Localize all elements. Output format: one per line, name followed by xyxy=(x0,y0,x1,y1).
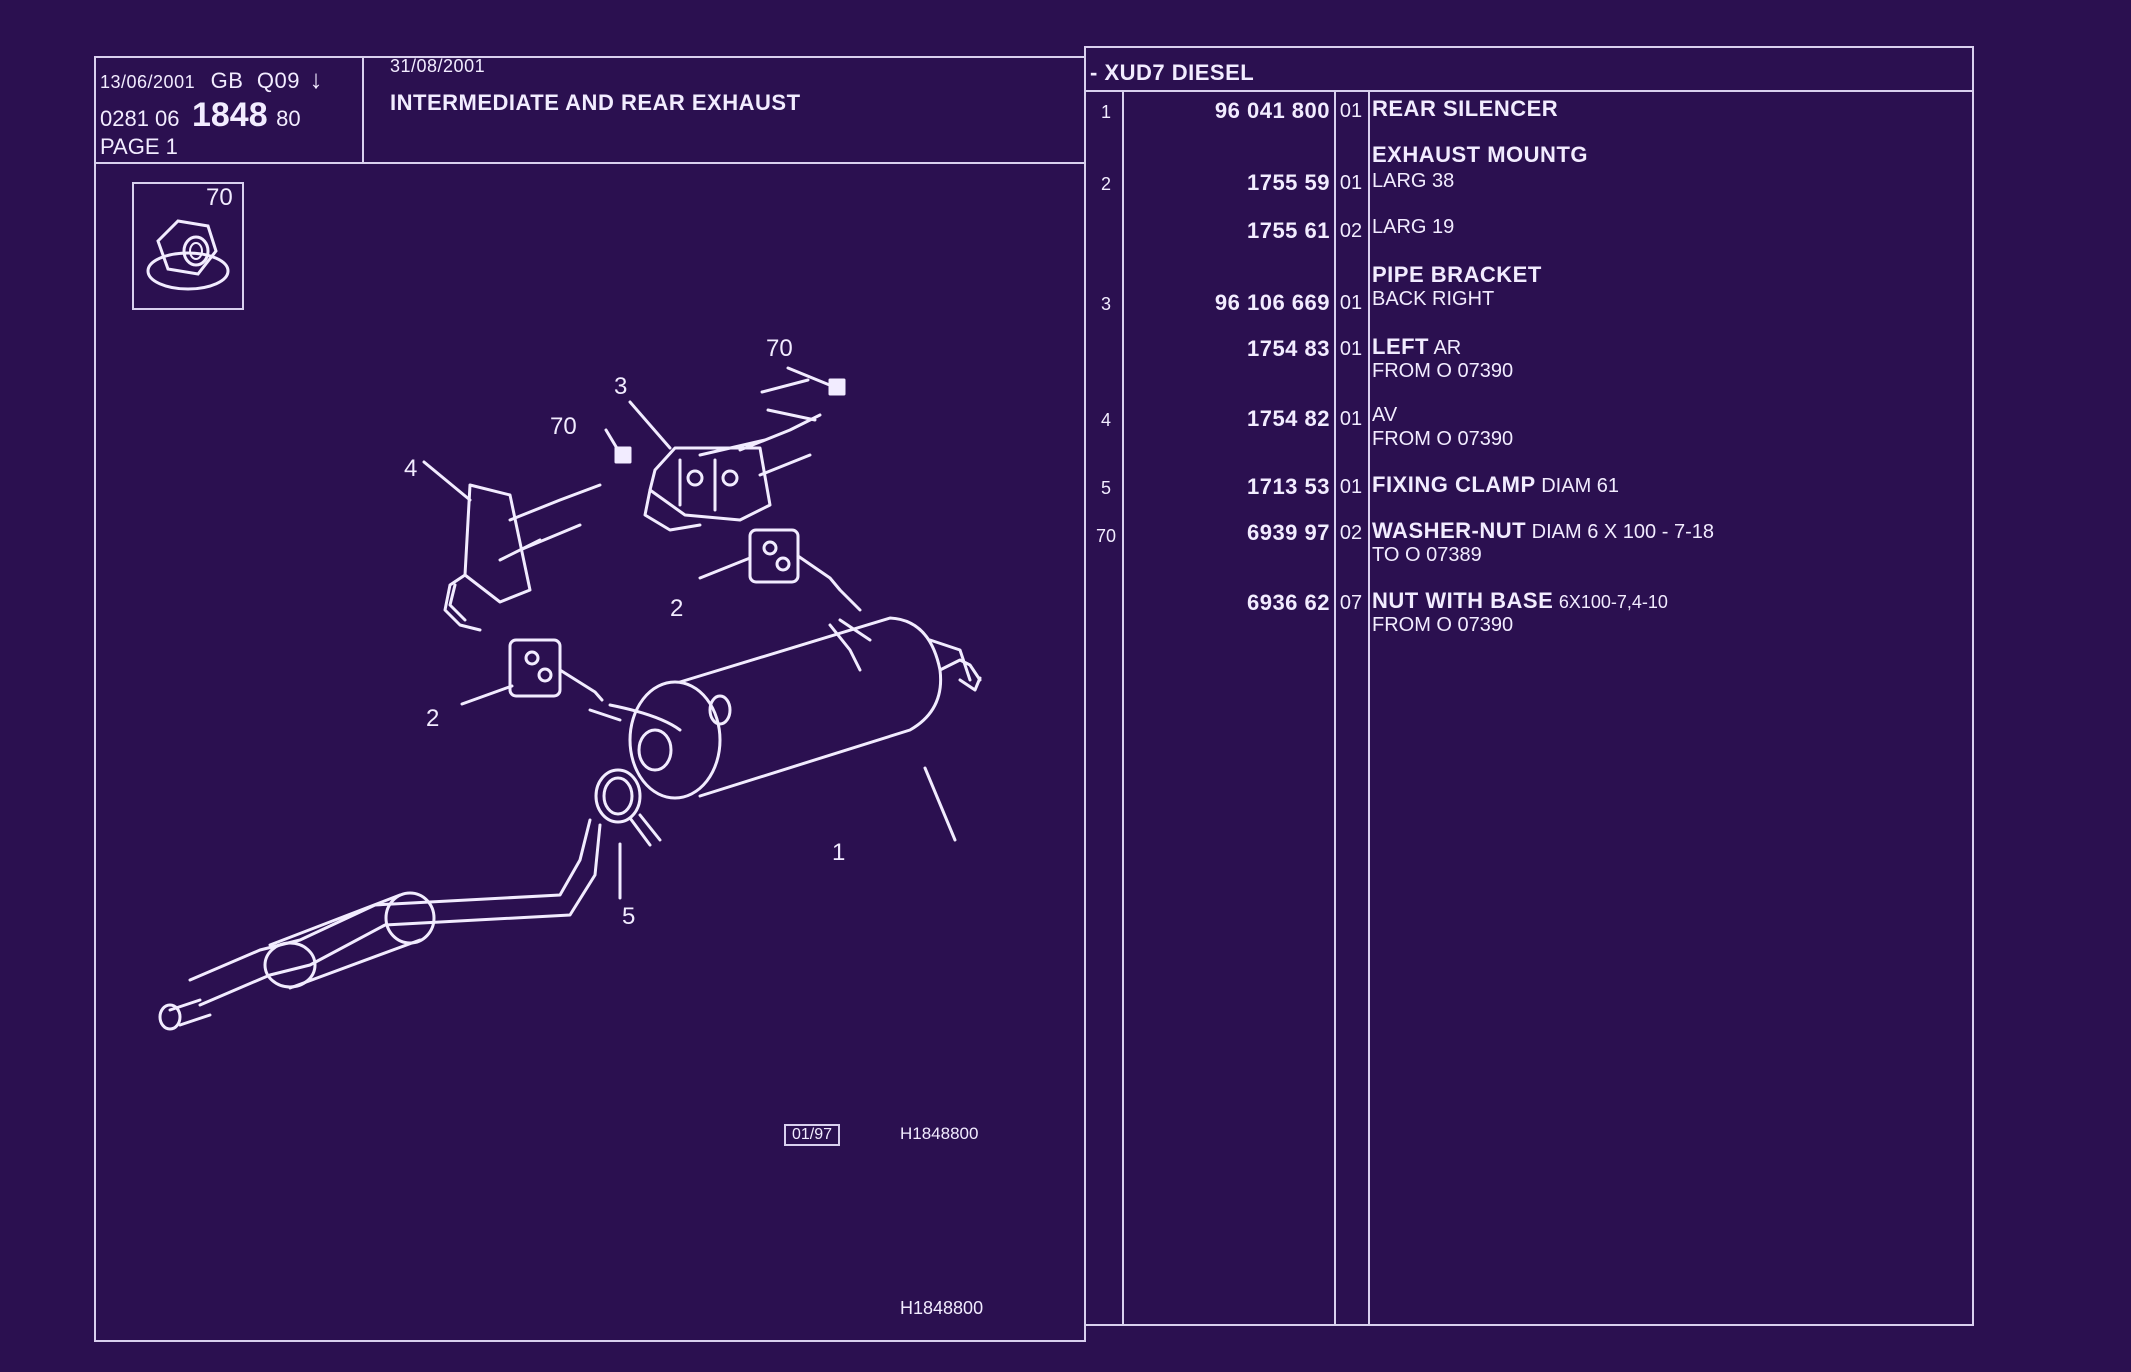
col-line-2 xyxy=(1334,92,1336,1326)
part-var-4: 02 xyxy=(1339,220,1363,242)
intermediate-pipe xyxy=(168,818,592,1012)
part-title-2: EXHAUST MOUNTG xyxy=(1372,142,1588,167)
part-desc2-7: FROM O 07390 xyxy=(1372,360,1514,382)
part-var-8: 01 xyxy=(1339,408,1363,430)
header-lang: GB xyxy=(210,68,244,93)
header-ref-prefix: 0281 06 xyxy=(100,106,180,131)
right-frame xyxy=(1084,46,1974,1326)
callout-70-left: 70 xyxy=(550,413,577,440)
part-desc-3: LARG 38 xyxy=(1372,170,1455,192)
part-title-9: FIXING CLAMP xyxy=(1372,472,1536,497)
inset-label: 70 xyxy=(206,184,233,211)
part-desc-10: DIAM 6 X 100 - 7-18 xyxy=(1531,521,1714,543)
part-desc-7: AR xyxy=(1433,337,1462,359)
part-var-10: 02 xyxy=(1339,522,1363,544)
part-desc2-10: TO O 07389 xyxy=(1372,544,1482,566)
part-ref-11: 6936 62 xyxy=(1246,590,1330,615)
callout-4: 4 xyxy=(404,455,417,482)
footer-code: H1848800 xyxy=(900,1298,984,1318)
header-date1: 13/06/2001 xyxy=(100,72,196,92)
inset-box xyxy=(132,182,244,310)
callout-1: 1 xyxy=(832,839,845,866)
part-ref-10: 6939 97 xyxy=(1246,520,1330,545)
part-desc2-11: FROM O 07390 xyxy=(1372,614,1514,636)
callout-3: 3 xyxy=(614,373,627,400)
part-ref-1: 96 041 800 xyxy=(1214,98,1330,123)
part-var-1: 01 xyxy=(1339,100,1363,122)
part-num-10: 70 xyxy=(1095,526,1117,546)
callout-2-left: 2 xyxy=(426,705,439,732)
washer-nut-icon xyxy=(146,219,230,291)
page-title: INTERMEDIATE AND REAR EXHAUST xyxy=(390,90,801,115)
header-vdivider xyxy=(362,56,364,162)
header-date2: 31/08/2001 xyxy=(390,56,486,76)
part-ref-7: 1754 83 xyxy=(1246,336,1330,361)
part-title-7: LEFT xyxy=(1372,334,1429,359)
stamp-box-label: 01/97 xyxy=(792,1126,833,1143)
part-num-3: 2 xyxy=(1100,174,1111,194)
pipe-bracket-right xyxy=(648,446,772,522)
exhaust-mount-left xyxy=(508,638,562,698)
callout-5: 5 xyxy=(622,903,635,930)
part-desc-11: 6X100-7,4-10 xyxy=(1558,592,1668,612)
part-ref-9: 1713 53 xyxy=(1246,474,1330,499)
callout-70-right: 70 xyxy=(766,335,793,362)
part-title-10: WASHER-NUT xyxy=(1372,518,1527,543)
stamp-box: 01/97 xyxy=(784,1124,841,1146)
exhaust-diagram: 70 3 70 4 2 2 1 5 xyxy=(158,335,982,1031)
part-title-11: NUT WITH BASE xyxy=(1372,588,1554,613)
part-var-11: 07 xyxy=(1339,592,1363,614)
pipe-bracket-left xyxy=(463,483,532,604)
header-ref-main: 1848 xyxy=(191,96,268,134)
part-desc-4: LARG 19 xyxy=(1372,216,1455,238)
part-var-9: 01 xyxy=(1339,476,1363,498)
washer-nut-left xyxy=(614,446,632,464)
exhaust-mount-right xyxy=(748,528,800,584)
engine-label: - XUD7 DIESEL xyxy=(1090,60,1255,85)
header-divider xyxy=(94,162,1084,164)
part-num-6: 3 xyxy=(1100,294,1111,314)
part-ref-3: 1755 59 xyxy=(1246,170,1330,195)
washer-nut-right xyxy=(828,378,846,396)
part-var-3: 01 xyxy=(1339,172,1363,194)
part-var-7: 01 xyxy=(1339,338,1363,360)
col-line-3 xyxy=(1368,92,1370,1326)
part-desc-6: BACK RIGHT xyxy=(1372,288,1495,310)
down-arrow-icon: ↓ xyxy=(309,64,324,94)
part-num-8: 4 xyxy=(1100,410,1111,430)
part-var-6: 01 xyxy=(1339,292,1363,314)
part-title-5: PIPE BRACKET xyxy=(1372,262,1542,287)
part-desc-8: AV xyxy=(1372,404,1398,426)
header-page: PAGE 1 xyxy=(100,134,178,159)
header-ref-suffix: 80 xyxy=(276,106,301,131)
part-desc2-8: FROM O 07390 xyxy=(1372,428,1514,450)
part-ref-6: 96 106 669 xyxy=(1214,290,1330,315)
header-code: Q09 xyxy=(256,68,301,93)
col-line-1 xyxy=(1122,92,1124,1326)
part-ref-4: 1755 61 xyxy=(1246,218,1330,243)
part-desc-9: DIAM 61 xyxy=(1541,475,1620,497)
fixing-clamp xyxy=(594,768,642,824)
part-ref-8: 1754 82 xyxy=(1246,406,1330,431)
engine-divider xyxy=(1084,90,1974,92)
part-num-9: 5 xyxy=(1100,478,1111,498)
callout-2-right: 2 xyxy=(670,595,683,622)
part-num-1: 1 xyxy=(1100,102,1111,122)
part-title-1: REAR SILENCER xyxy=(1372,96,1559,121)
rear-silencer xyxy=(628,680,722,800)
stamp-code: H1848800 xyxy=(900,1124,979,1143)
